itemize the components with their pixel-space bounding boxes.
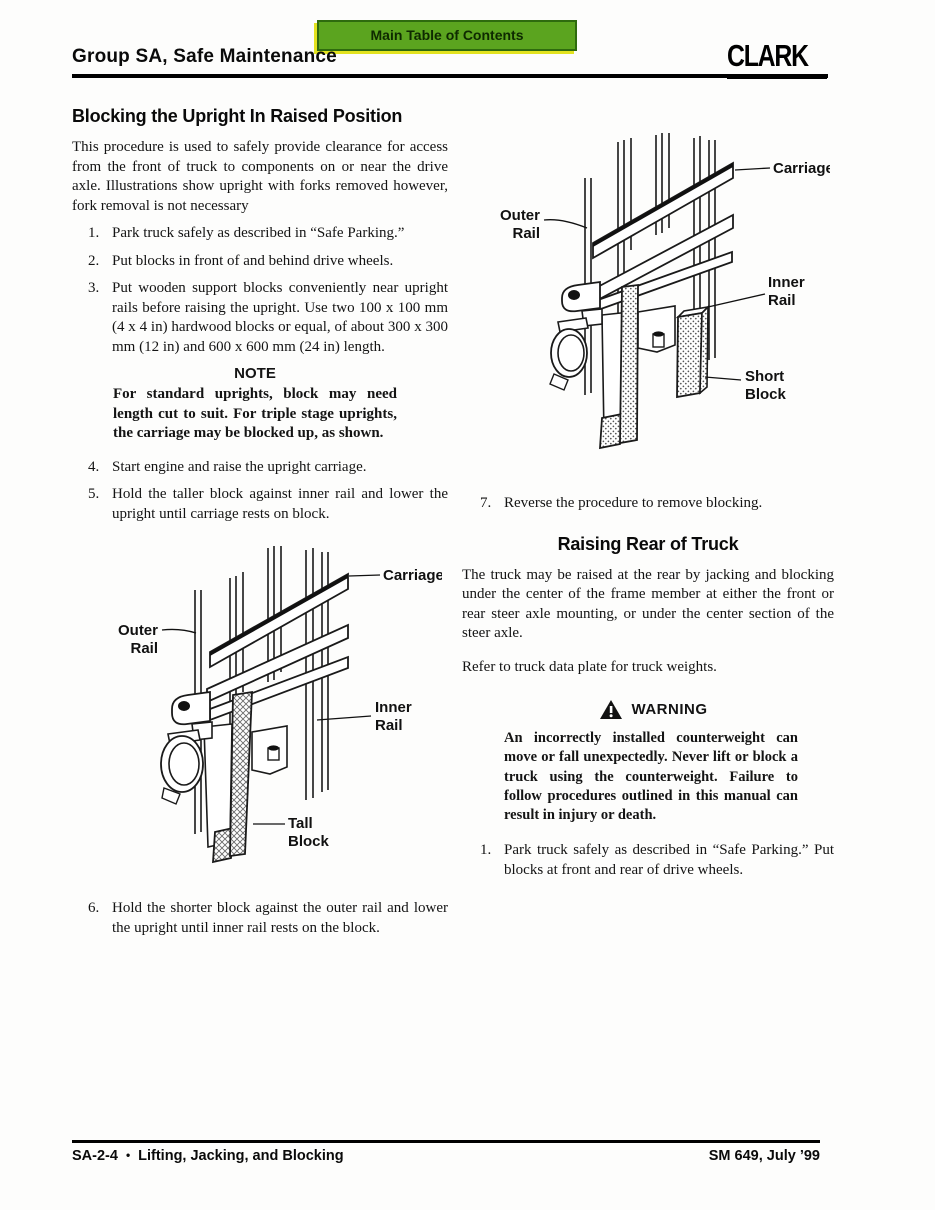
svg-text:Rail: Rail: [512, 225, 540, 242]
warning-block: WARNING An incorrectly installed counter…: [462, 699, 834, 825]
list-item: 3. Put wooden support blocks convenientl…: [88, 280, 448, 355]
tall-block-shape: [212, 690, 253, 864]
header-rule: [72, 74, 828, 78]
list-item: 5. Hold the taller block against inner r…: [88, 486, 448, 522]
list-item: 1. Park truck safely as described in “Sa…: [88, 225, 405, 241]
figure-tall-block: Carriage Outer Rail Inner Rail Tall Bloc…: [72, 542, 448, 877]
footer-doc-ref: SM 649, July ’99: [708, 1148, 820, 1164]
list-item: 7. Reverse the procedure to remove block…: [480, 495, 763, 511]
bolt: [652, 331, 665, 348]
list-item: 4. Start engine and raise the upright ca…: [88, 458, 367, 475]
hook-bracket: [171, 690, 213, 741]
short-block-illustration: Carriage Outer Rail Inner Rail Short Blo…: [500, 133, 834, 450]
main-toc-button[interactable]: Main Table of Contents: [317, 20, 577, 51]
intro-paragraph: This procedure is used to safely provide…: [72, 139, 448, 214]
label-tall-block: Tall: [288, 815, 313, 832]
raising-paragraph: The truck may be raised at the rear by j…: [462, 566, 834, 642]
warning-body: An incorrectly installed counterweight c…: [504, 730, 798, 824]
label-inner-rail: Inner: [768, 274, 805, 291]
footer-section: Lifting, Jacking, and Blocking: [138, 1148, 344, 1164]
short-block-shape: [675, 305, 711, 399]
list-item: 2. Put blocks in front of and behind dri…: [88, 252, 394, 269]
data-plate-paragraph: Refer to truck data plate for truck weig…: [462, 658, 717, 675]
clark-logo: CLARK: [727, 38, 827, 79]
leader-lines: [161, 574, 381, 825]
clark-logo-text: CLARK: [727, 38, 809, 73]
warning-header: WARNING: [472, 699, 834, 720]
warning-triangle-icon: [599, 700, 622, 719]
tall-block-illustration: Carriage Outer Rail Inner Rail Tall Bloc…: [118, 546, 444, 864]
footer-page-code: SA-2-4: [72, 1148, 118, 1164]
bolt: [267, 745, 280, 761]
left-column: Blocking the Upright In Raised Position …: [72, 100, 448, 938]
note-body: For standard uprights, block may need le…: [113, 386, 397, 441]
leader-lines: [543, 167, 771, 381]
label-short-block: Short: [745, 368, 784, 385]
right-column: Carriage Outer Rail Inner Rail Short Blo…: [462, 100, 834, 880]
svg-text:Rail: Rail: [375, 717, 403, 734]
note-title: NOTE: [234, 365, 276, 382]
figure-short-block: Carriage Outer Rail Inner Rail Short Blo…: [462, 100, 834, 490]
footer-rule: [72, 1140, 820, 1143]
label-inner-rail: Inner: [375, 699, 412, 716]
label-outer-rail: Outer: [118, 622, 158, 639]
svg-text:Block: Block: [745, 386, 787, 403]
label-outer-rail: Outer: [500, 207, 540, 224]
footer-left: SA-2-4 • Lifting, Jacking, and Blocking: [72, 1148, 344, 1164]
label-carriage: Carriage: [383, 567, 442, 584]
hook-bracket: [561, 280, 603, 327]
section-heading-raising: Raising Rear of Truck: [557, 533, 739, 554]
section-heading-blocking: Blocking the Upright In Raised Position: [72, 106, 403, 126]
svg-text:Rail: Rail: [130, 640, 158, 657]
hub-clamp: [160, 729, 204, 805]
warning-title: WARNING: [631, 701, 708, 718]
list-item: 6. Hold the shorter block against the ou…: [88, 900, 448, 936]
svg-text:Block: Block: [288, 833, 330, 850]
svg-text:Rail: Rail: [768, 292, 796, 309]
page-header-title: Group SA, Safe Maintenance: [72, 46, 337, 67]
label-carriage: Carriage: [773, 160, 830, 177]
tall-column-shape: [599, 283, 639, 450]
note-block: NOTE For standard uprights, block may ne…: [113, 365, 397, 444]
hub-clamp: [549, 317, 589, 391]
footer-bullet: •: [125, 1148, 131, 1162]
list-item: 1. Park truck safely as described in “Sa…: [480, 842, 834, 878]
carriage-bars: [206, 572, 349, 722]
